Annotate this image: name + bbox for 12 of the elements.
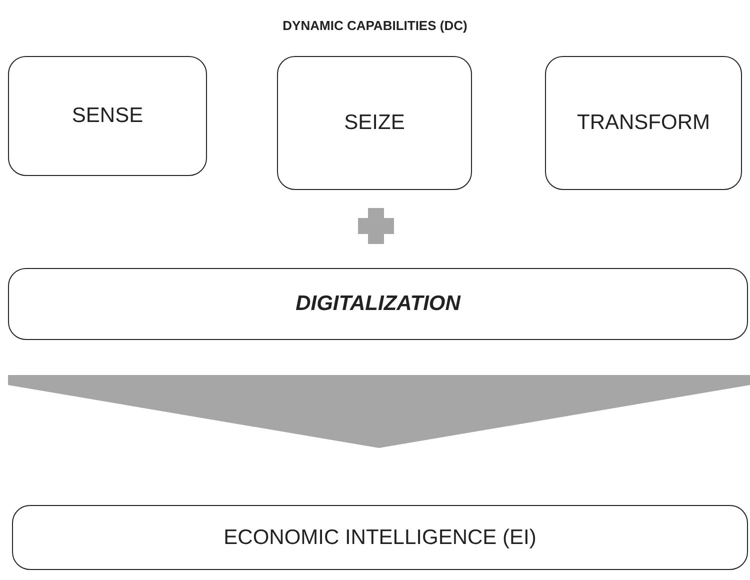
capability-box [277, 56, 472, 190]
box-label: TRANSFORM [577, 111, 710, 135]
box-label: ECONOMIC INTELLIGENCE (EI) [224, 526, 536, 550]
outcome-box [12, 505, 748, 570]
box-label: SEIZE [344, 111, 405, 135]
box-label: DIGITALIZATION [296, 292, 460, 316]
funnel-arrow [8, 375, 750, 448]
capability-box [8, 56, 207, 176]
process-band [8, 268, 748, 340]
capability-box [545, 56, 742, 190]
box-label: SENSE [72, 104, 144, 128]
diagram-title: DYNAMIC CAPABILITIES (DC) [282, 18, 468, 33]
